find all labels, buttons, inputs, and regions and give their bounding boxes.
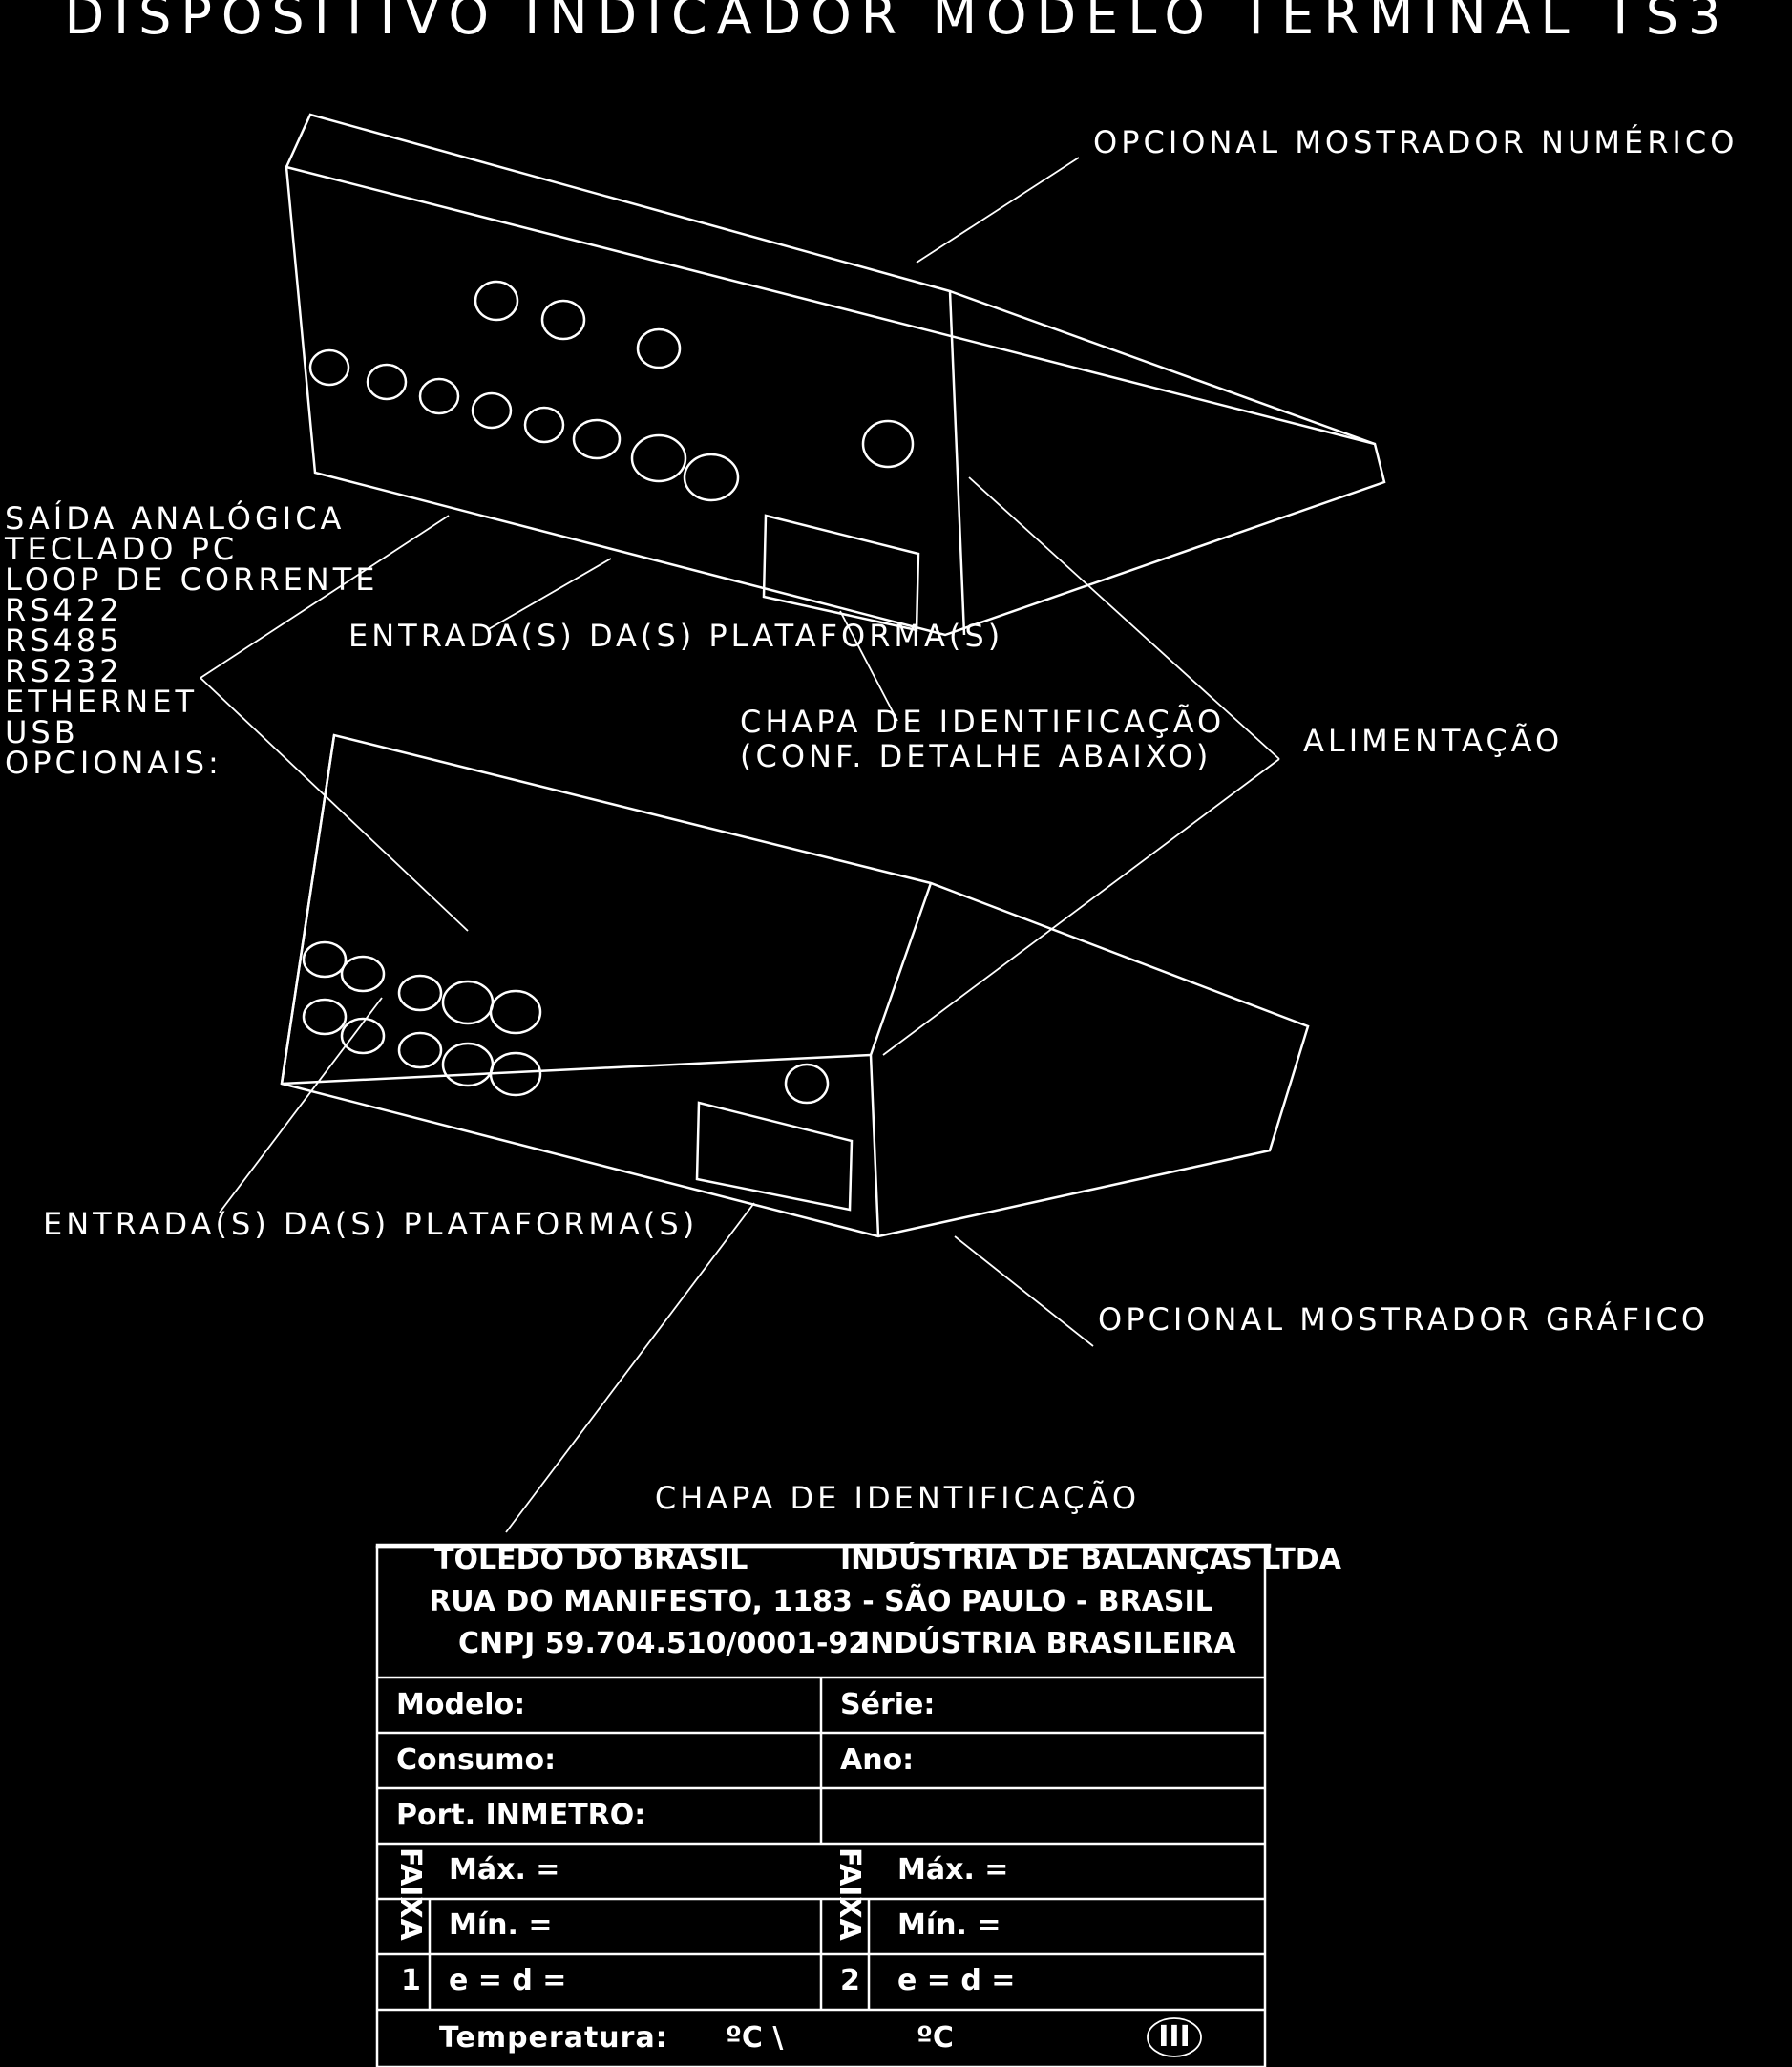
plate-origin: INDÚSTRIA BRASILEIRA: [859, 1625, 1236, 1660]
optional-list-title: OPCIONAIS:: [5, 745, 222, 781]
plate-company-sub: INDÚSTRIA DE BALANÇAS LTDA: [840, 1541, 1342, 1576]
plate-modelo: Modelo:: [396, 1688, 525, 1721]
plate-max-2: Máx. =: [897, 1853, 1008, 1887]
optional-list: OPCIONAIS: USB ETHERNET RS232 RS485 RS42…: [4, 499, 378, 781]
class-seal: [1147, 2017, 1202, 2057]
label-numeric-display: OPCIONAL MOSTRADOR NUMÉRICO: [1093, 124, 1738, 160]
plate-range-2: 2: [840, 1964, 860, 1997]
optional-usb: USB: [5, 714, 79, 750]
optional-pc-keyboard: TECLADO PC: [4, 531, 238, 567]
optional-analog-output: SAÍDA ANALÓGICA: [5, 499, 345, 537]
plate-consumo: Consumo:: [396, 1743, 556, 1777]
plate-ed-1: e = d =: [449, 1964, 566, 1997]
plate-caption: CHAPA DE IDENTIFICAÇÃO: [655, 1480, 1140, 1516]
drawing-title: DISPOSITIVO INDICADOR MODELO TERMINAL TS…: [65, 0, 1731, 46]
optional-current-loop: LOOP DE CORRENTE: [5, 561, 378, 598]
plate-serie: Série:: [840, 1688, 935, 1721]
plate-faixa-1: FAIXA: [393, 1847, 427, 1942]
plate-faixa-2: FAIXA: [833, 1847, 866, 1942]
optional-rs422: RS422: [5, 592, 123, 628]
label-inputs-top: ENTRADA(S) DA(S) PLATAFORMA(S): [43, 1206, 698, 1242]
optional-ethernet: ETHERNET: [5, 684, 198, 720]
graphic-display-window: [695, 1101, 854, 1212]
plate-min-2: Mín. =: [897, 1909, 1001, 1942]
plate-ed-2: e = d =: [897, 1964, 1015, 1997]
graphic-face-top: [281, 1053, 872, 1086]
graphic-corner-edge: [869, 882, 933, 1237]
numeric-face: [285, 113, 966, 636]
graphic-front-edge: [280, 734, 336, 1085]
plate-range-1: 1: [401, 1964, 421, 1997]
numeric-base: [949, 289, 1376, 446]
optional-rs232: RS232: [5, 653, 123, 689]
label-plate-detail: (CONF. DETALHE ABAIXO): [740, 738, 1212, 774]
plate-cnpj: CNPJ 59.704.510/0001-92: [458, 1627, 868, 1660]
label-graphic-display: OPCIONAL MOSTRADOR GRÁFICO: [1098, 1301, 1709, 1338]
label-plate: CHAPA DE IDENTIFICAÇÃO: [740, 704, 1225, 740]
graphic-terminal: [280, 733, 1310, 1238]
plate-temperature: Temperatura:: [439, 2021, 668, 2055]
numeric-terminal: [285, 113, 1386, 637]
numeric-connectors: [308, 280, 915, 502]
callout-leaders: [200, 157, 1280, 1533]
plate-company: TOLEDO DO BRASIL: [434, 1543, 748, 1576]
graphic-connectors: [302, 940, 830, 1105]
optional-rs485: RS485: [5, 622, 123, 659]
plate-ano: Ano:: [840, 1743, 914, 1777]
plate-frame: [375, 1545, 1267, 2067]
plate-min-1: Mín. =: [449, 1909, 552, 1942]
plate-port-inmetro: Port. INMETRO:: [396, 1799, 645, 1832]
plate-class: III: [1158, 2020, 1191, 2054]
identification-plate: Temperatura: ºC \ ºC III 1 e = d = 2 e =…: [375, 1541, 1342, 2067]
graphic-enclosure-outline: [280, 733, 1310, 1238]
label-inputs-bottom: ENTRADA(S) DA(S) PLATAFORMA(S): [348, 618, 1003, 654]
plate-address: RUA DO MANIFESTO, 1183 - SÃO PAULO - BRA…: [429, 1583, 1213, 1618]
numeric-display-window: [762, 514, 920, 632]
plate-temp-unit-1: ºC \: [726, 2021, 783, 2055]
plate-max-1: Máx. =: [449, 1853, 559, 1887]
plate-temp-unit-2: ºC: [917, 2021, 954, 2055]
numeric-enclosure-outline: [285, 165, 1386, 637]
label-power: ALIMENTAÇÃO: [1303, 723, 1563, 759]
